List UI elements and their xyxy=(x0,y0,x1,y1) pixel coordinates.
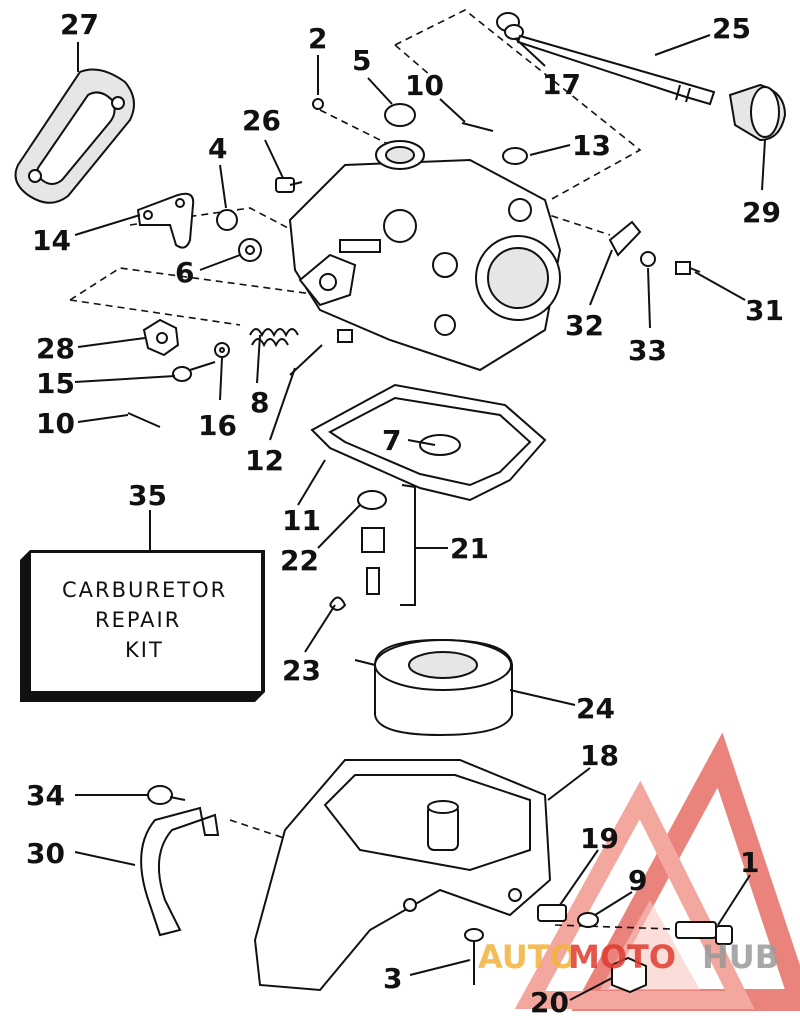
callout-20: 20 xyxy=(530,986,569,1019)
callout-leaders xyxy=(74,34,766,1001)
callout-2: 2 xyxy=(308,22,327,55)
callout-28: 28 xyxy=(36,332,75,365)
part-27-gasket xyxy=(14,68,135,204)
watermark-auto: AUTO xyxy=(478,938,577,976)
callout-14: 14 xyxy=(32,224,71,257)
part-22-seat xyxy=(357,490,387,595)
callout-18: 18 xyxy=(580,739,619,772)
part-1-fitting xyxy=(675,921,733,945)
part-16-washer xyxy=(214,342,230,358)
part-33-washer xyxy=(640,251,656,267)
part-18-float-bowl xyxy=(253,759,552,992)
kit-box-label: CARBURETOR REPAIR KIT xyxy=(62,578,227,662)
callout-31: 31 xyxy=(745,294,784,327)
part-2-ball xyxy=(312,98,324,110)
callout-10-top: 10 xyxy=(405,69,444,102)
callout-4: 4 xyxy=(208,132,227,165)
callout-27: 27 xyxy=(60,8,99,41)
callout-5: 5 xyxy=(352,44,371,77)
part-26-fitting xyxy=(275,177,303,193)
part-7-baffle xyxy=(419,434,461,456)
carburetor-body xyxy=(288,140,562,372)
watermark-hub: HUB xyxy=(702,938,779,976)
part-3-screw xyxy=(464,928,484,985)
part-6-lockwasher xyxy=(238,238,262,262)
callout-33: 33 xyxy=(628,334,667,367)
part-9-gasket xyxy=(577,912,599,928)
callout-34: 34 xyxy=(26,779,65,812)
part-32-plate xyxy=(608,220,642,257)
part-20-plug xyxy=(611,956,647,994)
part-35-kit-box xyxy=(20,550,265,702)
part-29-knob xyxy=(728,83,787,142)
callout-15: 15 xyxy=(36,367,75,400)
callout-23: 23 xyxy=(282,654,321,687)
callout-numbers: 27 2 5 10 25 17 26 4 13 29 14 6 32 31 33… xyxy=(26,8,784,1019)
callout-24: 24 xyxy=(576,692,615,725)
kit-line-2: REPAIR xyxy=(95,608,181,632)
part-4-ball xyxy=(216,209,238,231)
part-17-nut xyxy=(496,12,524,40)
callout-29: 29 xyxy=(742,196,781,229)
kit-line-1: CARBURETOR xyxy=(62,578,227,602)
part-21-bracket xyxy=(400,484,416,606)
part-5-plug xyxy=(384,103,416,127)
callout-16: 16 xyxy=(198,409,237,442)
kit-line-3: KIT xyxy=(125,638,164,662)
part-34-screw xyxy=(147,785,186,805)
callout-13: 13 xyxy=(572,129,611,162)
callout-3: 3 xyxy=(383,962,402,995)
part-24-float xyxy=(354,638,513,737)
callout-1: 1 xyxy=(740,846,759,879)
part-30-clamp xyxy=(140,806,220,937)
callout-7: 7 xyxy=(382,424,401,457)
part-15-screw xyxy=(172,361,216,382)
callout-19: 19 xyxy=(580,822,619,855)
part-28-nut xyxy=(142,318,180,357)
callout-11: 11 xyxy=(282,504,321,537)
callout-21: 21 xyxy=(450,532,489,565)
callout-32: 32 xyxy=(565,309,604,342)
part-31-screw xyxy=(675,261,701,275)
part-14-lever xyxy=(136,192,195,249)
watermark-text: AUTO MOTO HUB xyxy=(478,938,779,976)
watermark-moto: MOTO xyxy=(568,938,676,976)
callout-26: 26 xyxy=(242,104,281,137)
part-8-spring xyxy=(249,328,299,348)
callout-25: 25 xyxy=(712,12,751,45)
part-13-washer xyxy=(502,147,528,165)
callout-12: 12 xyxy=(245,444,284,477)
callout-9: 9 xyxy=(628,864,647,897)
part-23-clip xyxy=(329,596,347,611)
part-11-bowl-gasket xyxy=(310,383,547,502)
callout-17: 17 xyxy=(542,68,581,101)
part-19-jet xyxy=(537,904,567,922)
callout-6: 6 xyxy=(175,256,194,289)
callout-35: 35 xyxy=(128,479,167,512)
callout-8: 8 xyxy=(250,386,269,419)
part-10-pin-lower xyxy=(127,412,161,428)
part-10-pin xyxy=(461,122,494,132)
callout-22: 22 xyxy=(280,544,319,577)
callout-10-left: 10 xyxy=(36,407,75,440)
callout-30: 30 xyxy=(26,837,65,870)
